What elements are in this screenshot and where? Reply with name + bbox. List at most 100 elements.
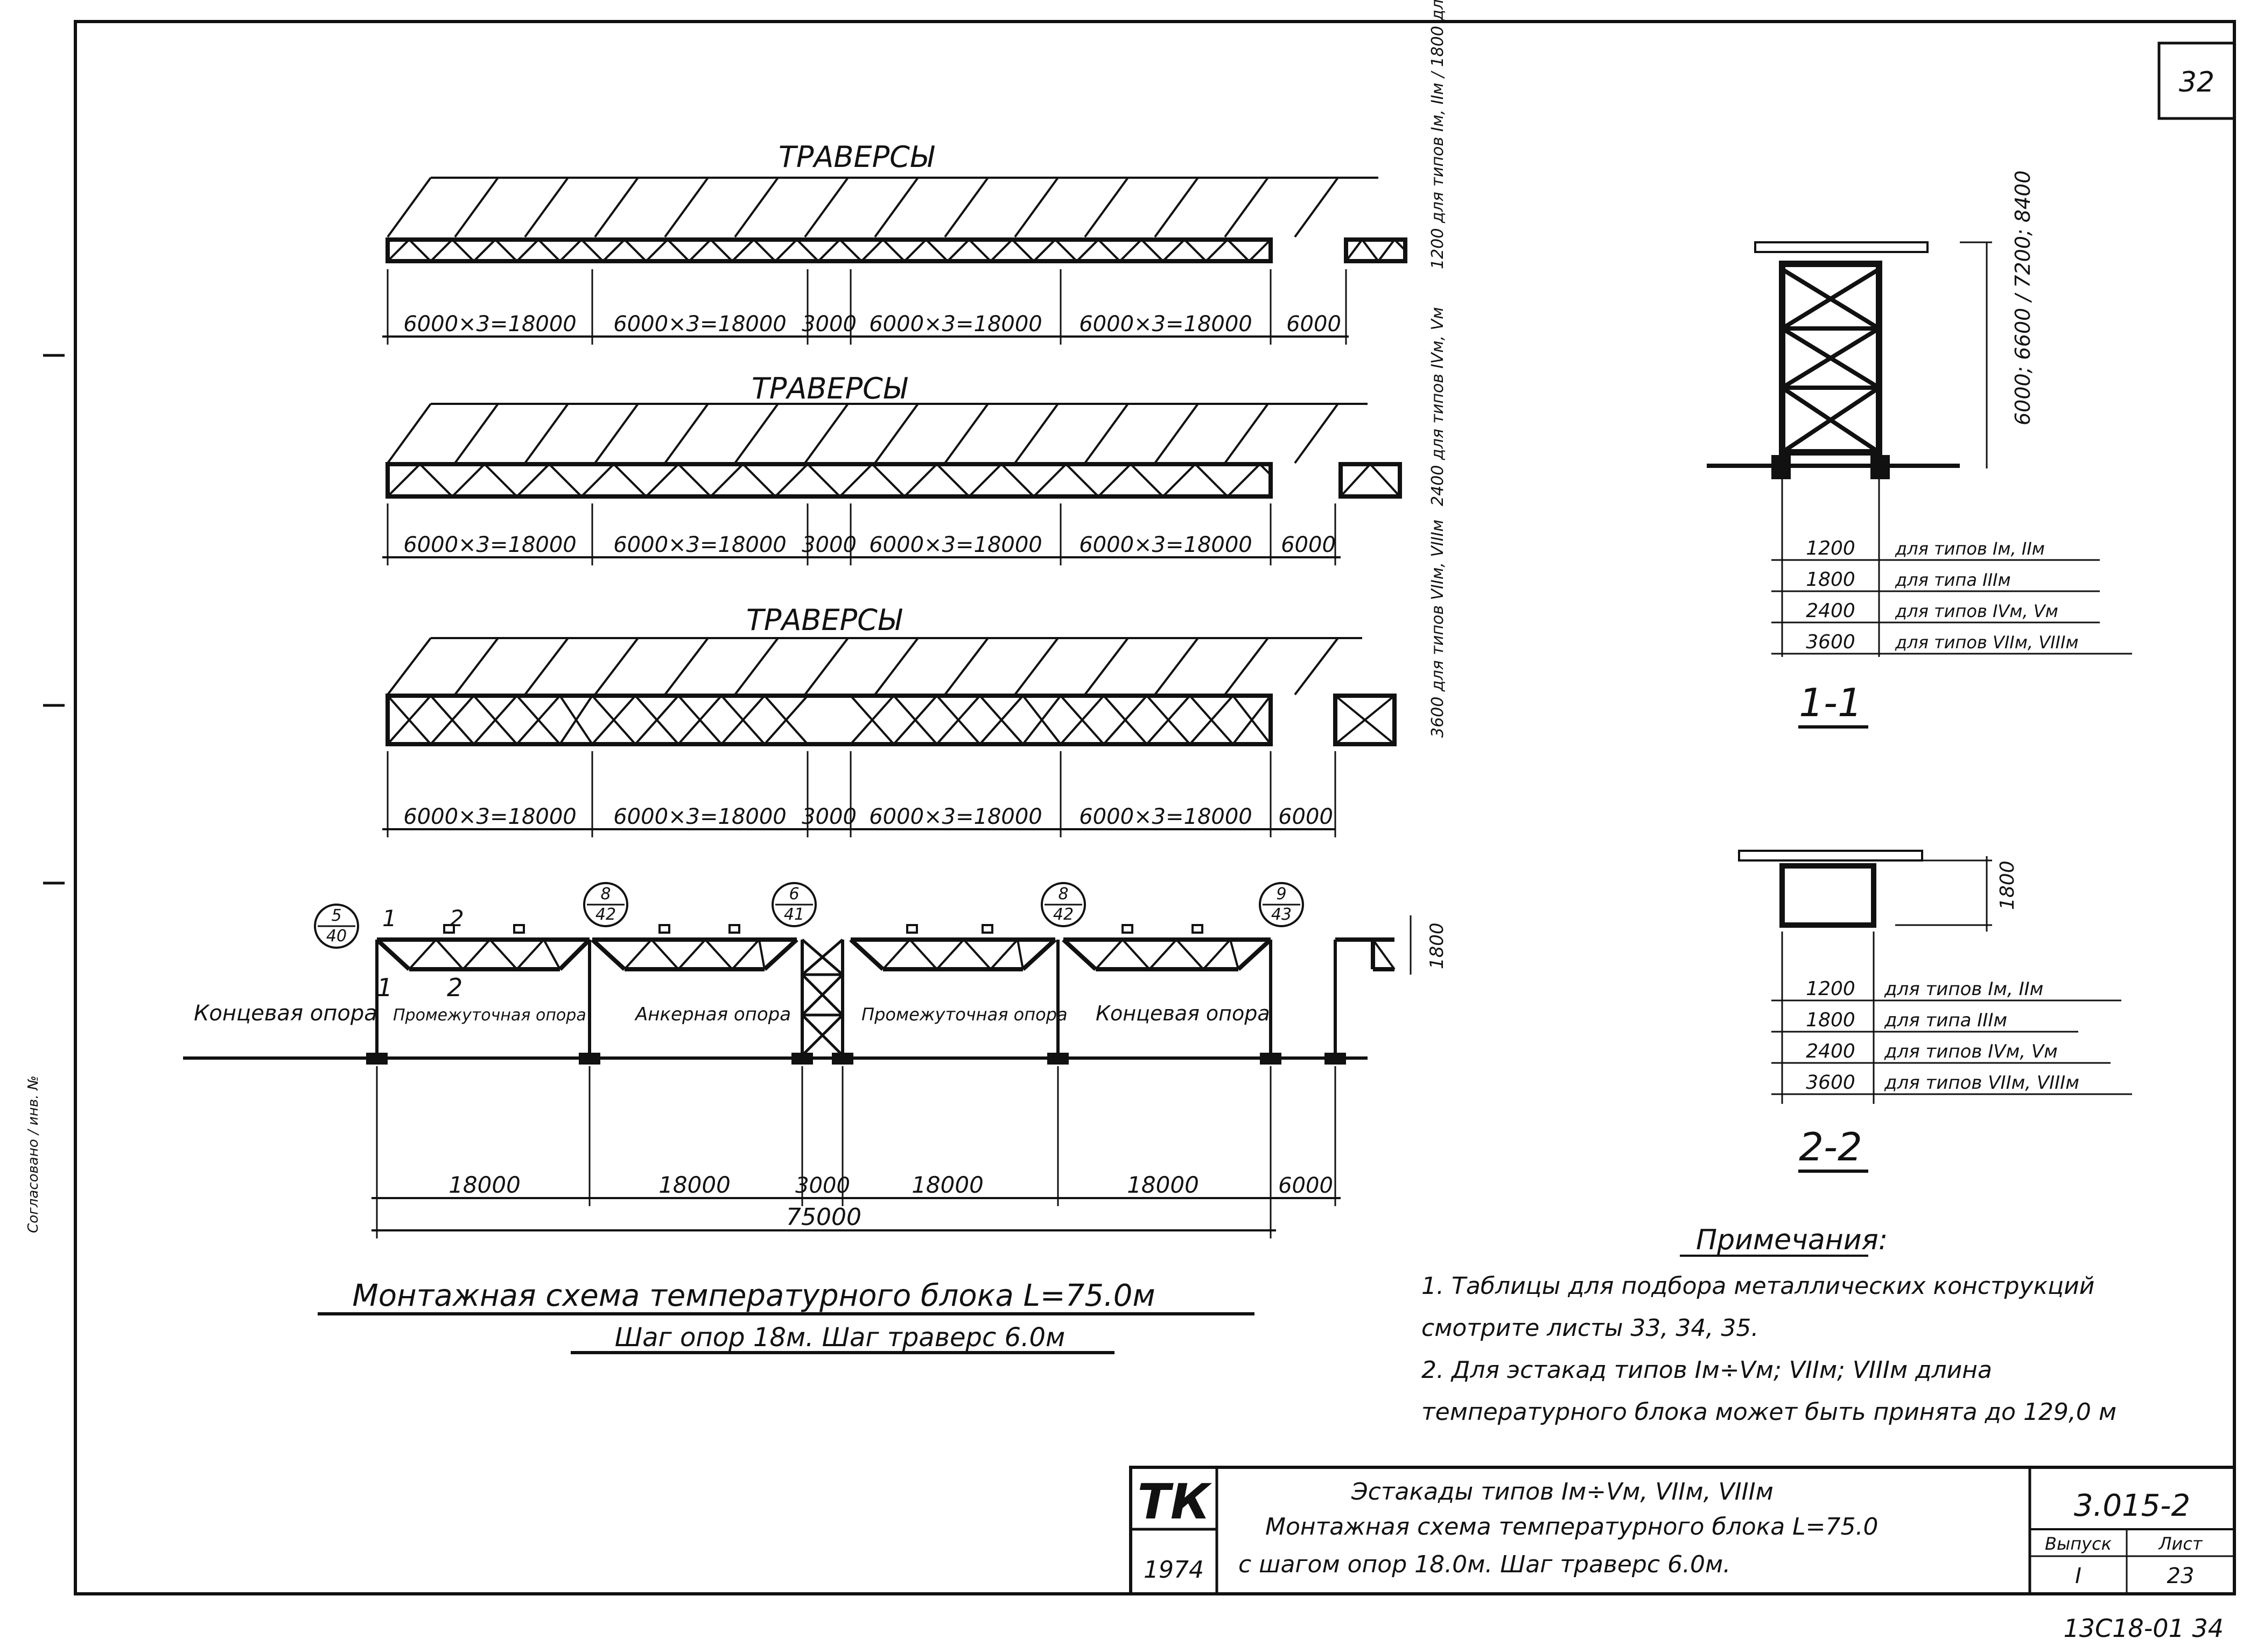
dim-label: 6000×3=18000 (869, 533, 1042, 557)
sheet-label: Лист (2158, 1534, 2203, 1554)
title-line-1: Эстакады типов Iм÷Vм, VIIм, VIIIм (1351, 1478, 1774, 1506)
footings (366, 1053, 1346, 1065)
callout-top: 8 (1058, 885, 1068, 904)
dim-label: 3000 (802, 312, 857, 337)
height-note-row3: 3600 для типов VIIм, VIIIм (1428, 520, 1447, 738)
tk-logo: ТК (1138, 1474, 1212, 1530)
callout-bottom: 42 (595, 905, 616, 924)
traverses-title-3: ТРАВЕРСЫ (746, 603, 903, 637)
span-label: 3000 (795, 1173, 850, 1198)
callout-bottom: 42 (1053, 905, 1074, 924)
support-label: Анкерная опора (634, 1004, 791, 1025)
table-text: для типа IIIм (1884, 1010, 2007, 1031)
span-trusses (375, 937, 1394, 971)
traverse-markers (443, 924, 1203, 934)
truss-web (387, 238, 1272, 263)
section-2-height: 1800 (1996, 860, 2018, 910)
title-block: ТК 1974 Эстакады типов Iм÷Vм, VIIм, VIII… (1129, 1466, 2236, 1595)
notes-body: 1. Таблицы для подбора металлических кон… (1421, 1272, 2117, 1426)
section-2-2: 1800 1200 для типов Iм, IIм 1800 для тип… (1738, 850, 2132, 1173)
support-label: Концевая опора (1096, 1002, 1270, 1025)
doc-code: 3.015-2 (2074, 1488, 2190, 1523)
table-text: для типов VIIм, VIIIм (1895, 632, 2079, 653)
support-label: Концевая опора (194, 1001, 377, 1026)
sheet-value: 23 (2167, 1564, 2195, 1588)
assembly-scheme: 5 40 8 42 6 41 8 42 9 43 1 2 1 2 (183, 882, 1448, 1354)
year: 1974 (1144, 1556, 1204, 1584)
table-text: для типов IVм, Vм (1895, 601, 2058, 621)
deck-plate (1754, 241, 1929, 253)
callout-8-42: 8 42 (583, 882, 628, 927)
section-2-title: 2-2 (1799, 1124, 1862, 1170)
callout-bottom: 40 (326, 927, 347, 946)
truss-band-end (1338, 462, 1402, 499)
page-number: 32 (2179, 66, 2214, 99)
callout-6-41: 6 41 (772, 882, 817, 927)
anchor-bracing (801, 939, 844, 1056)
deck-lines (387, 177, 1378, 238)
scheme-title-2: Шаг опор 18м. Шаг траверс 6.0м (615, 1322, 1065, 1353)
base-plate (1771, 455, 1791, 479)
table-dim: 1200 (1806, 537, 1855, 559)
bottom-code: 13С18-01 34 (2064, 1614, 2224, 1643)
columns (375, 940, 1337, 1055)
table-dim: 3600 (1806, 631, 1855, 653)
traverses-row-3: ТРАВЕРСЫ 6000×3=18000 6000×3=18000 3000 … (382, 520, 1447, 837)
table-text: для типа IIIм (1895, 570, 2011, 590)
column-frame (1779, 261, 1882, 456)
table-text: для типов Iм, IIм (1884, 978, 2043, 1000)
dim-label: 6000 (1281, 533, 1336, 557)
dim-label: 6000×3=18000 (613, 533, 787, 557)
assembly-height: 1800 (1426, 922, 1448, 969)
span-label: 18000 (658, 1172, 731, 1198)
notes-title: Примечания: (1696, 1224, 1888, 1256)
traverses-title-1: ТРАВЕРСЫ (779, 140, 935, 174)
mark-1: 1 (382, 905, 397, 932)
callout-9-43: 9 43 (1259, 882, 1304, 927)
truss-section (1779, 863, 1876, 928)
table-dim: 3600 (1806, 1072, 1855, 1094)
table-text: для типов IVм, Vм (1884, 1041, 2058, 1062)
callout-top: 5 (331, 906, 341, 925)
table-dim: 2400 (1806, 600, 1855, 622)
span-label: 18000 (912, 1172, 984, 1198)
truss-band (385, 462, 1273, 499)
issue-label: Выпуск (2045, 1534, 2112, 1554)
mark-2-lower: 2 (447, 973, 462, 1002)
table-dim: 1200 (1806, 978, 1855, 1000)
section-2-table: 1200 для типов Iм, IIм 1800 для типа III… (1771, 978, 2132, 1095)
span-label: 18000 (1127, 1172, 1199, 1198)
span-label: 6000 (1278, 1173, 1333, 1198)
dim-label: 3000 (802, 804, 857, 829)
callout-8-42-b: 8 42 (1041, 882, 1086, 927)
dim-label: 6000×3=18000 (869, 312, 1042, 337)
page-number-box (2157, 41, 2236, 120)
truss-band-end (1333, 694, 1397, 746)
table-dim: 2400 (1806, 1040, 1855, 1062)
dim-label: 6000×3=18000 (1079, 804, 1252, 829)
callout-top: 8 (600, 885, 611, 904)
callout-top: 9 (1276, 885, 1286, 904)
dim-label: 6000×3=18000 (1079, 533, 1252, 557)
traverses-row-1: ТРАВЕРСЫ 6000×3=18000 6000×3=18000 (382, 0, 1447, 345)
span-web (408, 937, 1396, 971)
dim-label: 6000 (1278, 804, 1333, 829)
section-1-height: 6000; 6600 / 7200; 8400 (2011, 170, 2035, 425)
dim-label: 6000×3=18000 (613, 312, 787, 337)
total-length: 75000 (786, 1203, 861, 1231)
height-note-row1: 1200 для типов Iм, IIм / 1800 для типа I… (1428, 0, 1447, 269)
section-1-table: 1200 для типов Iм, IIм 1800 для типа III… (1771, 537, 2132, 655)
truss-band (385, 237, 1273, 263)
support-label: Промежуточная опора (861, 1004, 1068, 1025)
issue-value: I (2075, 1564, 2081, 1588)
table-text: для типов VIIм, VIIIм (1884, 1072, 2079, 1094)
note-2: 2. Для эстакад типов Iм÷Vм; VIIм; VIIIм … (1421, 1356, 2117, 1426)
note-1: 1. Таблицы для подбора металлических кон… (1421, 1272, 2095, 1342)
height-note-row2: 2400 для типов IVм, Vм (1428, 307, 1447, 506)
section-1-1: 6000; 6600 / 7200; 8400 1200 для типов I… (1707, 170, 2132, 729)
support-label: Промежуточная опора (393, 1006, 586, 1025)
table-text: для типов Iм, IIм (1895, 538, 2045, 559)
dim-label: 6000×3=18000 (403, 804, 577, 829)
table-dim: 1800 (1806, 569, 1855, 591)
